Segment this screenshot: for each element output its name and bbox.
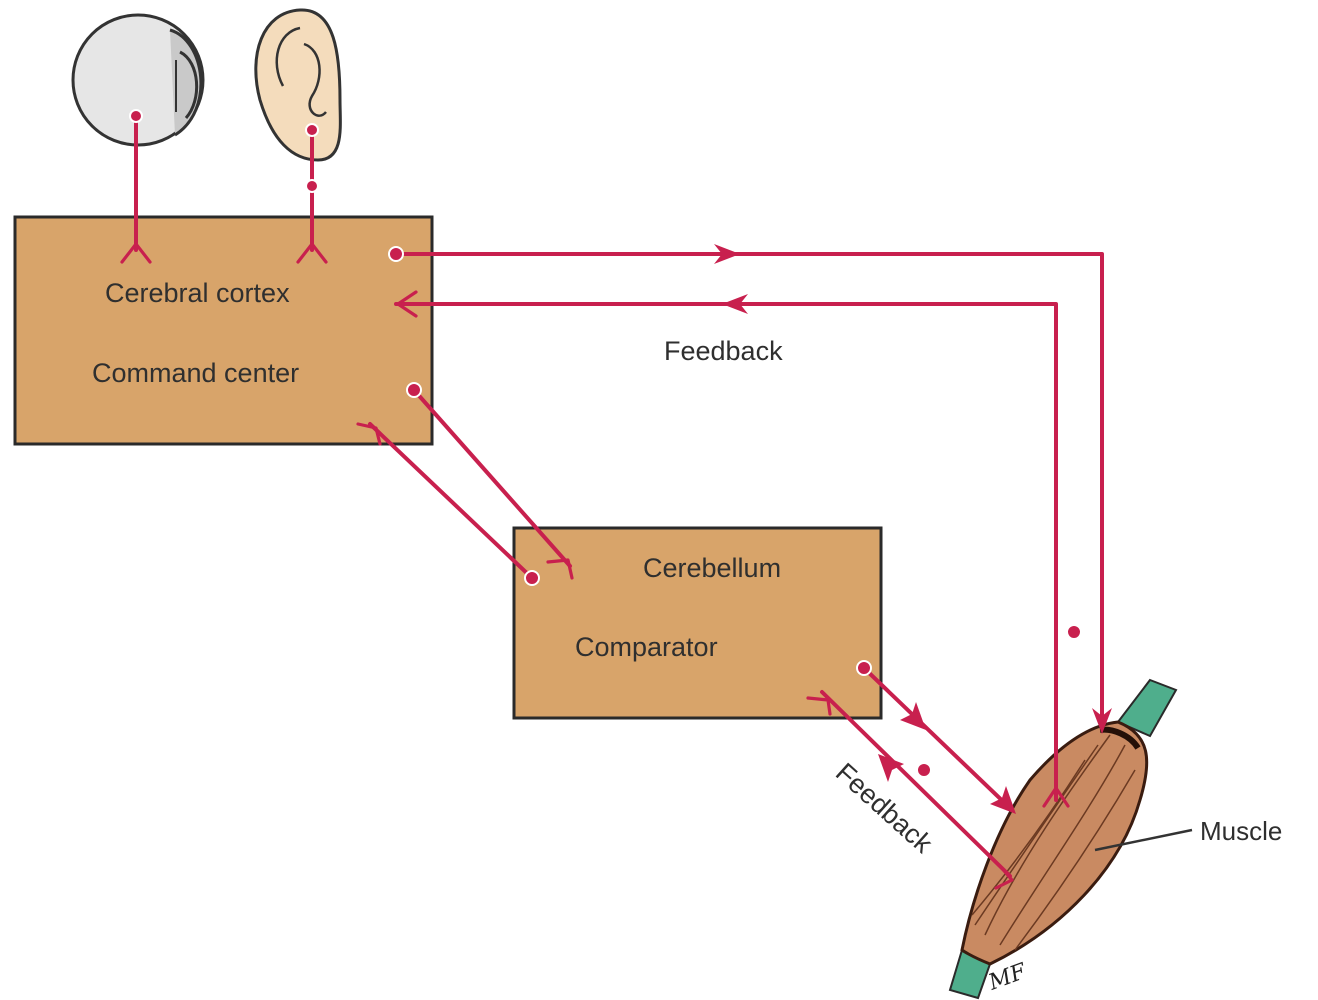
comparator-label: Comparator — [575, 632, 718, 662]
feedback-label-top: Feedback — [664, 336, 783, 366]
cerebral-cortex-label: Cerebral cortex — [105, 278, 290, 308]
nerve-pathways — [120, 109, 1112, 890]
cerebellum-input-synapse — [546, 558, 574, 580]
feedback-lower-dot — [916, 762, 932, 778]
arrow-right-top — [714, 244, 740, 264]
ear-icon — [254, 8, 342, 162]
cortex-output-dot — [388, 246, 404, 262]
muscle-label: Muscle — [1200, 816, 1282, 846]
arrow-feedback-up — [878, 754, 904, 782]
cortex-to-cerebellum-path — [412, 388, 572, 568]
ear-nerve-dot-mid — [305, 179, 319, 193]
cerebellum-to-muscle-path — [862, 666, 1014, 812]
cortex-to-cerebellum-dot — [406, 382, 422, 398]
cerebral-cortex-box — [13, 215, 434, 446]
eye-synapse — [120, 234, 152, 264]
cortex-input-synapse — [356, 422, 382, 446]
cerebellum-to-muscle-dot — [856, 660, 872, 676]
cortex-feedback-synapse — [396, 290, 418, 318]
command-center-label: Command center — [92, 358, 299, 388]
muscle-to-cerebellum-feedback-path — [820, 690, 1012, 878]
arrow-down-right — [1092, 708, 1112, 734]
cerebellum-feedback-synapse — [806, 696, 832, 716]
arrow-left-feedback — [722, 294, 748, 314]
cerebellum-label: Cerebellum — [643, 553, 781, 583]
muscle-leader-line — [1094, 828, 1193, 852]
muscle-lower-synapse — [994, 864, 1014, 890]
cortex-to-muscle-path — [394, 252, 1104, 724]
arrow-cerebellum-mid — [900, 702, 926, 730]
ear-synapse — [296, 242, 328, 264]
arrow-cerebellum-muscle — [990, 786, 1016, 814]
muscle-illustration — [948, 678, 1178, 1000]
ear-nerve-dot-top — [305, 123, 319, 137]
cerebellum-output-dot — [524, 570, 540, 586]
feedback-path-dot — [1066, 624, 1082, 640]
cerebellum-box — [512, 526, 883, 720]
eye-nerve-dot — [129, 109, 143, 123]
cerebellum-to-cortex-path — [368, 422, 534, 580]
muscle-feedback-synapse — [1042, 786, 1070, 808]
eye-icon — [71, 13, 205, 147]
muscle-to-cortex-feedback-path — [394, 302, 1058, 802]
